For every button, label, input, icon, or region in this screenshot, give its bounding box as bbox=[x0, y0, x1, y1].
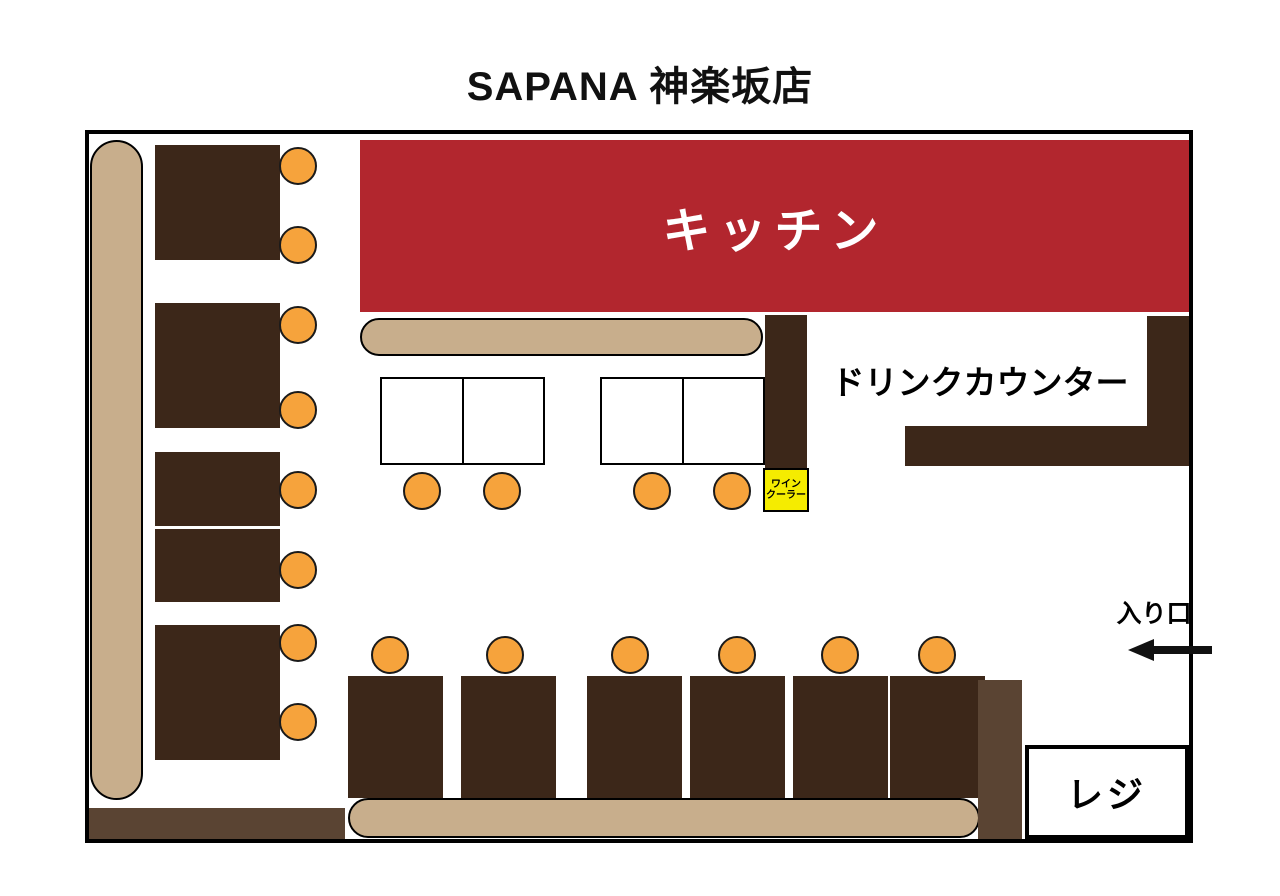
register-area: レジ bbox=[1025, 745, 1189, 839]
seat bbox=[611, 636, 649, 674]
seat bbox=[633, 472, 671, 510]
drink-counter-label: ドリンクカウンター bbox=[831, 364, 1129, 401]
dining-table bbox=[155, 625, 280, 760]
entrance-label: 入り口 bbox=[1116, 600, 1192, 628]
seat bbox=[279, 391, 317, 429]
table-divider bbox=[461, 379, 464, 463]
counter-pillar bbox=[765, 315, 807, 468]
entrance-arrow-icon bbox=[1128, 639, 1212, 661]
wine-cooler-label-line1: ワイン bbox=[771, 479, 801, 490]
bench-seat-bottom bbox=[348, 798, 980, 838]
seat bbox=[279, 624, 317, 662]
bench-seat-top bbox=[360, 318, 763, 356]
seat bbox=[821, 636, 859, 674]
wine-cooler-label-line2: クーラー bbox=[766, 490, 806, 501]
wall-segment-bottom-left bbox=[89, 808, 345, 839]
drink-counter-side bbox=[1147, 316, 1189, 466]
drink-counter-top bbox=[905, 426, 1151, 466]
kitchen-label: キッチン bbox=[662, 205, 887, 258]
seat bbox=[279, 306, 317, 344]
dining-table bbox=[690, 676, 785, 798]
dining-table bbox=[890, 676, 985, 798]
seat bbox=[483, 472, 521, 510]
seat bbox=[371, 636, 409, 674]
white-table-pair bbox=[380, 377, 545, 465]
floor-plan: キッチン ワイン bbox=[85, 130, 1193, 843]
seat bbox=[403, 472, 441, 510]
seat bbox=[486, 636, 524, 674]
bench-seat-left bbox=[90, 140, 143, 800]
seat bbox=[279, 703, 317, 741]
kitchen-area: キッチン bbox=[360, 140, 1189, 312]
dining-table bbox=[155, 529, 280, 602]
dining-table bbox=[461, 676, 556, 798]
dining-table bbox=[155, 452, 280, 526]
seat bbox=[713, 472, 751, 510]
seat bbox=[279, 551, 317, 589]
dining-table bbox=[155, 145, 280, 260]
seat bbox=[718, 636, 756, 674]
dining-table bbox=[348, 676, 443, 798]
table-divider bbox=[681, 379, 684, 463]
dining-table bbox=[587, 676, 682, 798]
page-title: SAPANA 神楽坂店 bbox=[466, 65, 814, 109]
wine-cooler: ワイン クーラー bbox=[763, 468, 809, 512]
seat bbox=[279, 226, 317, 264]
wall-segment-register bbox=[978, 680, 1022, 839]
dining-table bbox=[155, 303, 280, 428]
register-label: レジ bbox=[1066, 774, 1147, 815]
white-table-pair bbox=[600, 377, 765, 465]
seat bbox=[279, 147, 317, 185]
seat bbox=[918, 636, 956, 674]
seat bbox=[279, 471, 317, 509]
dining-table bbox=[793, 676, 888, 798]
